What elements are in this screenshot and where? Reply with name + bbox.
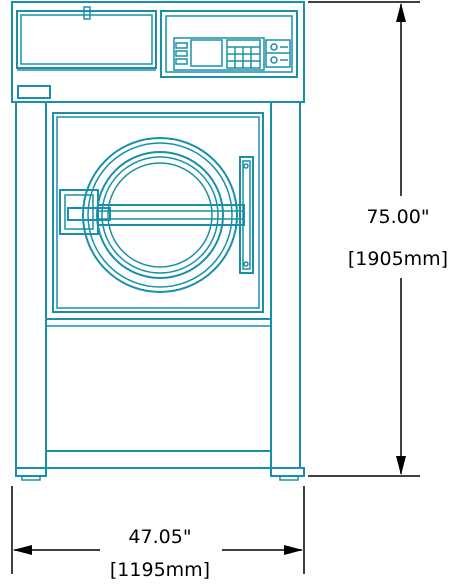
height-mm-label: [1905mm] xyxy=(348,248,448,270)
soap-dispenser xyxy=(16,6,157,71)
height-arrow-top xyxy=(396,3,406,22)
display-screen xyxy=(190,39,223,67)
door-frame xyxy=(52,112,264,313)
washer-machine xyxy=(11,1,305,481)
door-handle xyxy=(239,156,254,274)
control-panel xyxy=(160,10,298,78)
feet xyxy=(15,467,305,481)
height-inches-label: 75.00" xyxy=(366,206,429,228)
cabinet xyxy=(15,101,301,469)
width-arrow-left xyxy=(13,545,32,555)
dispenser-latch xyxy=(83,6,91,20)
height-arrow-bottom xyxy=(396,456,406,475)
width-inches-label: 47.05" xyxy=(128,526,191,548)
width-dimension: 47.05" [1195mm] xyxy=(11,486,305,581)
name-plate xyxy=(17,85,51,99)
coin-slots xyxy=(265,39,291,68)
width-mm-label: [1195mm] xyxy=(110,559,210,581)
width-arrow-right xyxy=(284,545,303,555)
height-dimension: 75.00" [1905mm] xyxy=(308,1,448,477)
door-porthole xyxy=(82,137,238,293)
door-bar xyxy=(97,204,245,226)
keypad xyxy=(226,39,261,69)
